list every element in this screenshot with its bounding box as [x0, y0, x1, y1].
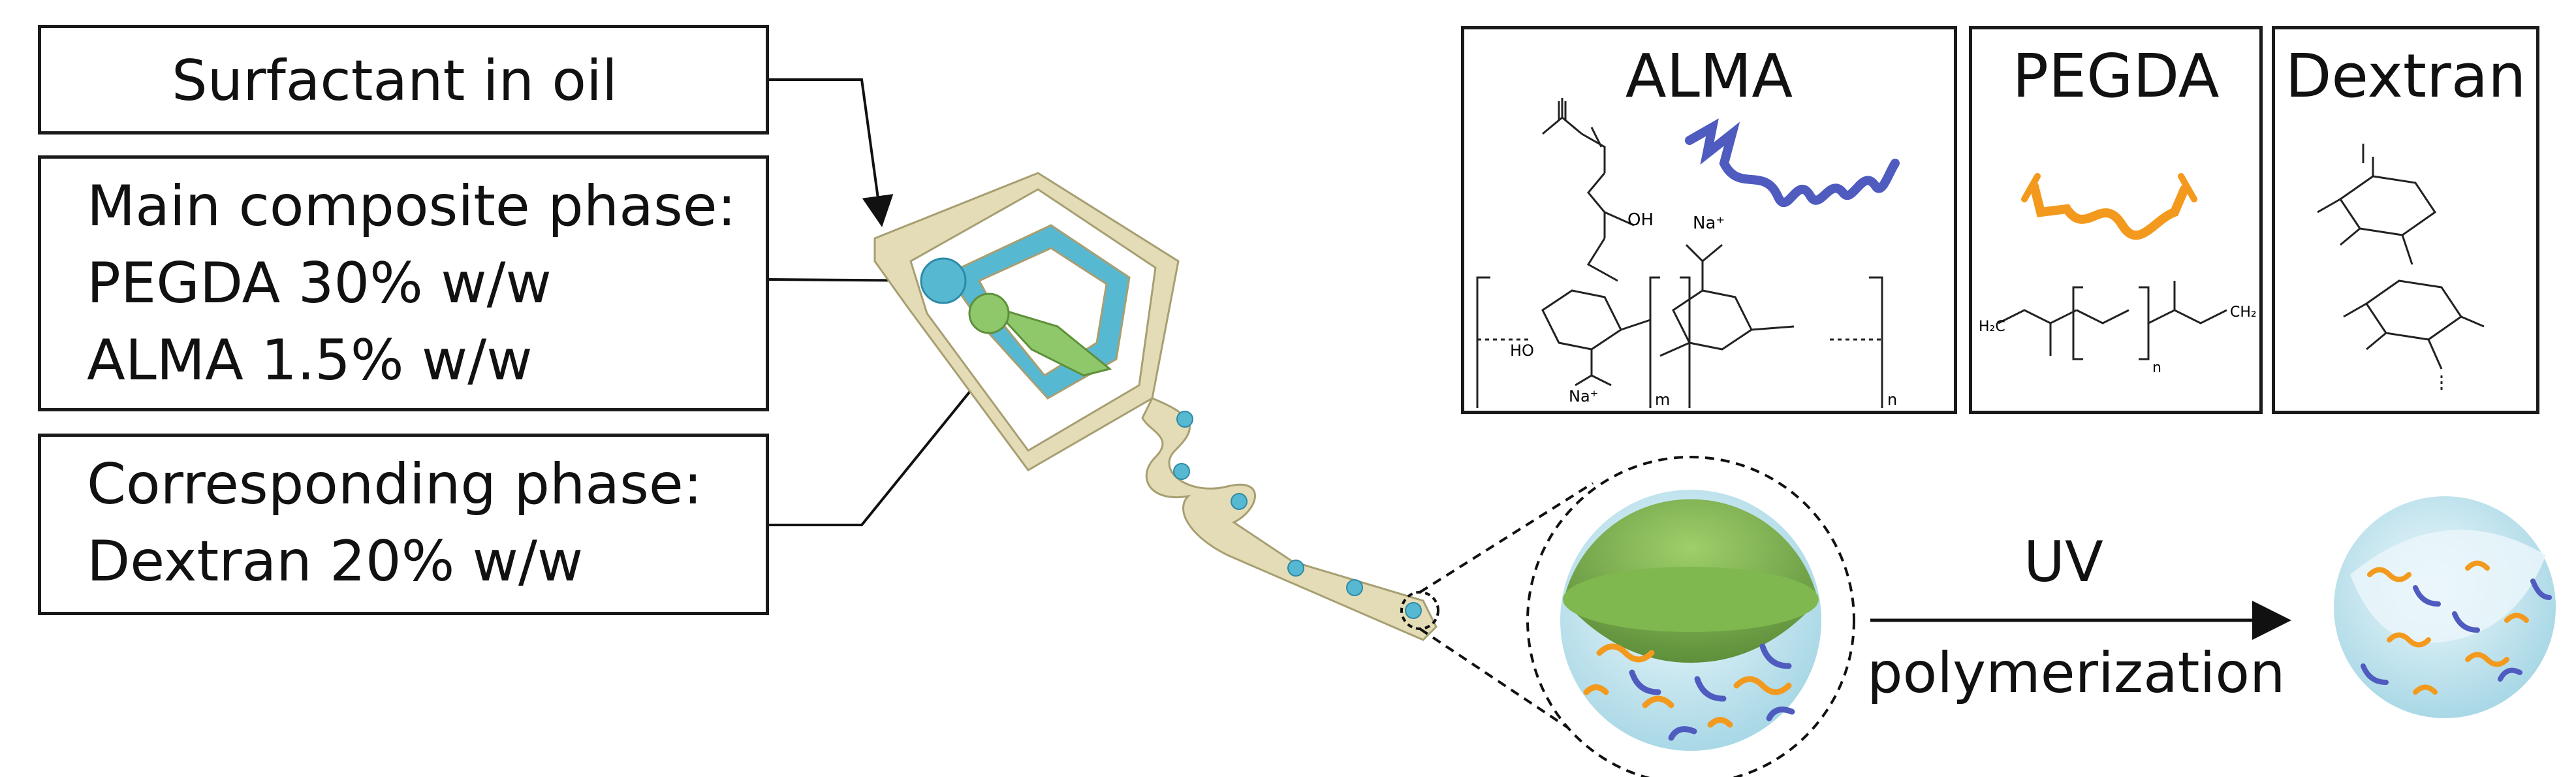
cap-opening [1563, 567, 1819, 632]
n-subscript: n [1887, 390, 1897, 408]
corresponding-phase-line-1: Corresponding phase: [87, 451, 702, 518]
corresponding-phase-box: Corresponding phase: Dextran 20% w/w [38, 434, 769, 615]
microfluidic-chip [875, 173, 1436, 640]
pegda-structure: H₂C CH₂ n [1972, 29, 2259, 408]
ho-label: HO [1510, 341, 1534, 360]
zoom-origin-circle [1402, 592, 1438, 629]
outlet-droplets [1174, 411, 1421, 618]
droplet-before-chains [1586, 646, 1792, 738]
droplet-after-opening [2350, 530, 2546, 643]
na-label-top: Na⁺ [1693, 214, 1725, 233]
dextran-panel: Dextran [2272, 26, 2539, 414]
pegda-panel: PEGDA H₂C CH₂ n [1969, 26, 2263, 414]
connector-arrows [769, 80, 999, 525]
main-phase-line-3: ALMA 1.5% w/w [87, 327, 533, 394]
main-phase-line-2: PEGDA 30% w/w [87, 250, 552, 317]
droplet-after [2334, 496, 2556, 718]
oh-label: OH [1627, 210, 1654, 230]
h2c-label: H₂C [1979, 319, 2005, 335]
polymerization-label: polymerization [1867, 640, 2285, 707]
dextran-cap [1563, 499, 1818, 663]
m-subscript: m [1655, 390, 1670, 408]
main-phase-line-1: Main composite phase: [87, 173, 736, 240]
droplet-after-chains [2363, 563, 2549, 693]
alma-structure: OH Na⁺ HO Na⁺ m n [1464, 29, 1954, 408]
surfactant-box: Surfactant in oil [38, 25, 769, 135]
alma-panel: ALMA [1461, 26, 1957, 414]
surfactant-label: Surfactant in oil [172, 48, 618, 115]
corresponding-phase-line-2: Dextran 20% w/w [87, 528, 583, 595]
na-label-bottom: Na⁺ [1569, 387, 1598, 405]
main-phase-box: Main composite phase: PEGDA 30% w/w ALMA… [38, 155, 769, 411]
pegda-n-subscript: n [2152, 360, 2161, 376]
dextran-structure [2275, 29, 2536, 408]
droplet-before [1560, 490, 1821, 751]
ch2-label: CH₂ [2230, 304, 2257, 321]
uv-label: UV [2024, 529, 2103, 596]
zoom-circle [1528, 457, 1854, 777]
